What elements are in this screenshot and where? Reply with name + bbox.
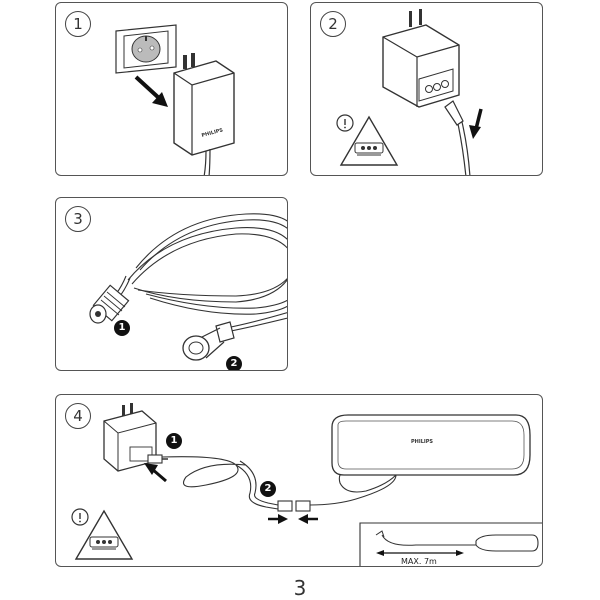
insert-arrow-icon bbox=[134, 75, 168, 107]
step-2-illustration bbox=[336, 9, 483, 175]
step-2-panel: 2 bbox=[310, 2, 543, 176]
step-4-number: 4 bbox=[65, 403, 91, 429]
power-adapter-icon bbox=[103, 403, 157, 472]
step-3-panel: 3 1 2 bbox=[55, 197, 288, 371]
antenna-cable-icon bbox=[161, 456, 279, 510]
step-2-number: 2 bbox=[320, 11, 346, 37]
soundbar-icon: PHILIPS bbox=[331, 414, 531, 476]
step-3-illustration bbox=[89, 213, 287, 361]
step-4-illustration: PHILIPS bbox=[71, 403, 542, 566]
wall-socket-icon bbox=[115, 24, 177, 74]
step-3-number: 3 bbox=[65, 206, 91, 232]
coiled-cable-icon bbox=[115, 213, 287, 315]
up-arrow-icon bbox=[144, 463, 167, 483]
down-arrow-icon bbox=[469, 108, 483, 139]
step-1-illustration: PHILIPS bbox=[115, 24, 235, 175]
left-arrow-icon bbox=[298, 514, 318, 524]
dc-plug-icon bbox=[147, 454, 168, 464]
antenna-socket-icon bbox=[182, 312, 287, 361]
power-adapter-icon: PHILIPS bbox=[173, 53, 235, 175]
antenna-plug-icon bbox=[89, 284, 130, 324]
caution-triangle-icon bbox=[336, 114, 399, 166]
dc-plug-icon bbox=[444, 100, 471, 175]
badge-1: 1 bbox=[114, 320, 130, 336]
step-1-panel: 1 PHILIPS bbox=[55, 2, 288, 176]
antenna-connector-icon bbox=[277, 500, 311, 512]
step-1-number: 1 bbox=[65, 11, 91, 37]
caution-triangle-icon bbox=[71, 508, 134, 560]
step-4-panel: 4 bbox=[55, 394, 543, 567]
badge-1: 1 bbox=[166, 433, 182, 449]
page-number: 3 bbox=[293, 576, 307, 600]
right-arrow-icon bbox=[268, 514, 288, 524]
power-adapter-icon bbox=[382, 9, 460, 108]
badge-2: 2 bbox=[226, 356, 242, 370]
soundbar-brand-text: PHILIPS bbox=[411, 439, 433, 445]
badge-2: 2 bbox=[260, 481, 276, 497]
max-distance-label: MAX. 7m bbox=[401, 557, 437, 566]
distance-diagram-box bbox=[359, 522, 542, 566]
adapter-brand-text: PHILIPS bbox=[201, 127, 224, 139]
